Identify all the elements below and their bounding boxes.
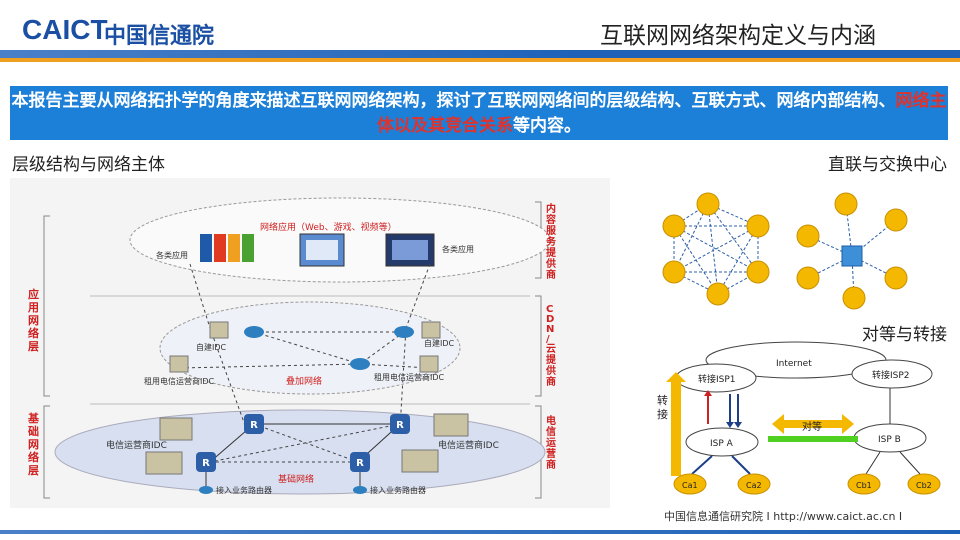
- uplink-arrowhead-red: [704, 390, 712, 396]
- server-base-4: [401, 449, 439, 473]
- isp-a-node: [685, 427, 759, 457]
- app-icon-3: [228, 234, 240, 262]
- customer-links-b: [865, 451, 921, 475]
- router-base-2: [390, 414, 410, 434]
- header-bar-orange: [0, 58, 960, 62]
- isp-a-text: ISP A: [710, 439, 734, 449]
- peer-arrow: [772, 414, 854, 434]
- server-base-2: [145, 451, 183, 475]
- idc-self-right-text: 自建IDC: [424, 338, 455, 348]
- peer-label: 对等: [802, 420, 822, 433]
- summary-banner: 本报告主要从网络拓扑学的角度来描述互联网网络架构，探讨了互联网网络间的层级结构、…: [10, 86, 948, 140]
- router-overlay-1: [244, 326, 264, 338]
- layer-app-label: 应用网络层: [27, 287, 39, 353]
- access-left-text: 接入业务路由器: [216, 485, 272, 495]
- app-icon-2: [214, 234, 226, 262]
- isp-b-text: ISP B: [878, 435, 901, 445]
- video-screenshot-inner: [392, 240, 428, 260]
- logo-caict: CAICT: [22, 14, 108, 45]
- hub-nodes: [796, 192, 908, 310]
- transit-isp1-text: 转接ISP1: [698, 373, 736, 385]
- right-telecom-label: 电信运营商: [546, 414, 556, 471]
- router-letter-3: R: [202, 458, 210, 469]
- idc-rent-left-text: 租用电信运营商IDC: [144, 376, 215, 386]
- transit-isp2-node: [851, 359, 933, 389]
- server-rent-right: [419, 355, 439, 373]
- peer-transit-diagram: Internet 转接ISP1 转接ISP2 ISP A ISP B 转接 对等…: [657, 341, 941, 495]
- right-content-label: 内容服务提供商: [545, 202, 557, 281]
- banner-text-2: 等内容。: [513, 116, 581, 136]
- downlink-arrowhead-2: [734, 422, 742, 428]
- telecom-idc-right-text: 电信运营商IDC: [438, 439, 499, 451]
- server-self-left: [209, 321, 229, 339]
- transit-isp2-text: 转接ISP2: [872, 369, 910, 381]
- banner-highlight: 网络主体以及其竞合关系: [377, 91, 947, 136]
- router-letter-1: R: [250, 420, 258, 431]
- router-base-3: [196, 452, 216, 472]
- router-letter-4: R: [356, 458, 364, 469]
- app-left-text: 各类应用: [156, 250, 188, 260]
- footer-bar: [0, 530, 960, 534]
- router-overlay-3: [350, 358, 370, 370]
- access-right-text: 接入业务路由器: [370, 485, 426, 495]
- brace-app: [43, 215, 50, 397]
- overlay-label: 叠加网络: [286, 375, 322, 387]
- cb2-text: Cb2: [916, 481, 932, 490]
- customer-nodes: [673, 473, 941, 495]
- internet-text: Internet: [776, 359, 812, 369]
- overlay-cloud: [159, 301, 461, 395]
- brace-base: [43, 405, 50, 499]
- slide-title: 互联网网络架构定义与内涵: [600, 23, 876, 49]
- footer-text: 中国信息通信研究院 I http://www.caict.ac.cn I: [664, 510, 903, 523]
- mesh-nodes: [662, 192, 770, 306]
- router-base-4: [350, 452, 370, 472]
- direct-section-title: 直联与交换中心: [828, 155, 947, 175]
- web-screenshot-inner: [306, 240, 338, 260]
- app-icon-1: [200, 234, 212, 262]
- banner-text-1: 本报告主要从网络拓扑学的角度来描述互联网网络架构，探讨了互联网网络间的层级结构、…: [11, 91, 896, 111]
- mesh-links: [673, 203, 759, 295]
- direct-exchange-diagram: [662, 192, 908, 310]
- layer-base-label: 基础网络层: [27, 411, 40, 477]
- router-base-1: [244, 414, 264, 434]
- peer-section-title: 对等与转接: [862, 325, 947, 345]
- customer-links-a: [691, 455, 751, 475]
- server-base-1: [159, 417, 193, 441]
- access-router-left: [199, 486, 213, 494]
- peer-link-bar: [768, 436, 858, 442]
- transit-label: 转接: [657, 393, 668, 421]
- logo-cn: 中国信通院: [104, 24, 215, 49]
- cloud-app-text: 网络应用（Web、游戏、视频等）: [260, 221, 397, 233]
- server-rent-left: [169, 355, 189, 373]
- base-label: 基础网络: [278, 473, 314, 485]
- app-right-text: 各类应用: [442, 244, 474, 254]
- brace-cdn: [535, 295, 542, 397]
- server-base-3: [433, 413, 469, 437]
- idc-self-left-text: 自建IDC: [196, 342, 227, 352]
- telecom-idc-left-text: 电信运营商IDC: [106, 439, 167, 451]
- server-self-right: [421, 321, 441, 339]
- ca1-text: Ca1: [682, 481, 698, 490]
- ca2-text: Ca2: [746, 481, 762, 490]
- exchange-hub-icon: [841, 245, 863, 267]
- transit-arrow: [666, 372, 686, 476]
- downlink-arrowhead-1: [726, 422, 734, 428]
- header-bar-blue: [0, 50, 960, 58]
- router-letter-2: R: [396, 420, 404, 431]
- access-router-right: [353, 486, 367, 494]
- cb1-text: Cb1: [856, 481, 872, 490]
- router-overlay-2: [394, 326, 414, 338]
- app-icon-4: [242, 234, 254, 262]
- left-section-title: 层级结构与网络主体: [12, 155, 165, 175]
- idc-rent-right-text: 租用电信运营商IDC: [374, 372, 445, 382]
